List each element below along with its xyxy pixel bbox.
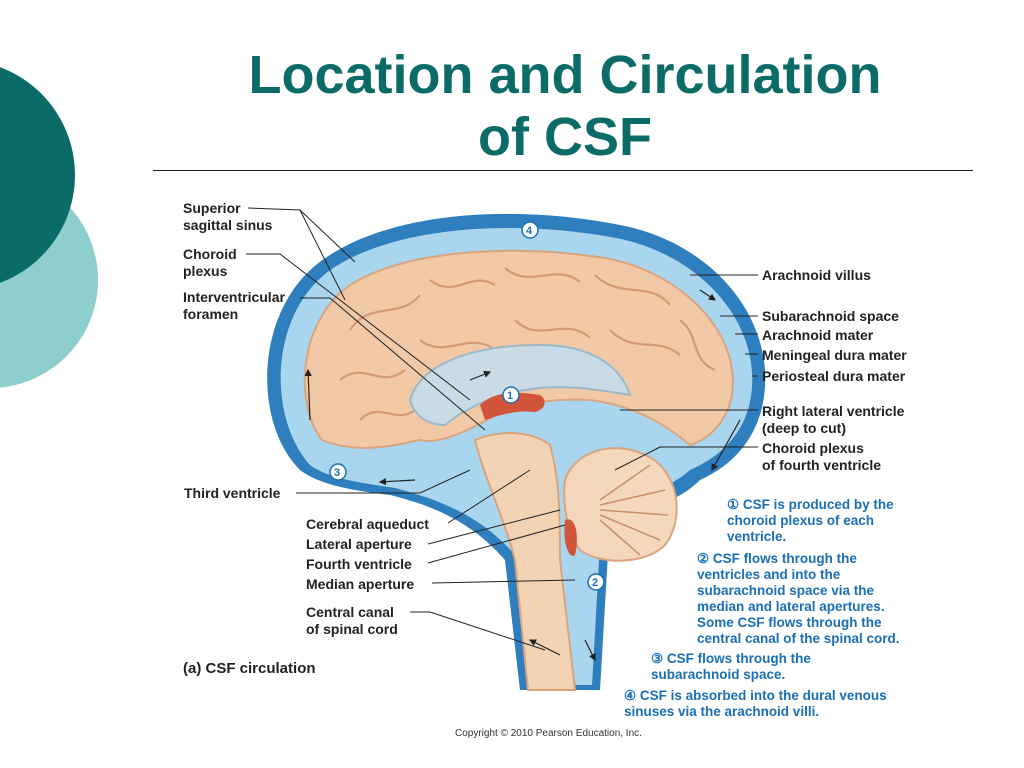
title-line-1: Location and Circulation — [248, 45, 882, 105]
title-line-2: of CSF — [478, 107, 652, 167]
label-meningeal-dura-mater: Meningeal dura mater — [762, 347, 907, 363]
label-median-aperture: Median aperture — [306, 576, 415, 592]
page-title: Location and Circulation of CSF — [150, 44, 980, 168]
label-periosteal-dura-mater: Periosteal dura mater — [762, 368, 906, 384]
label-central-canal: Central canal of spinal cord — [306, 604, 398, 637]
figure-caption: (a) CSF circulation — [183, 660, 316, 677]
label-interventricular-foramen: Interventricular foramen — [183, 289, 285, 322]
label-arachnoid-mater: Arachnoid mater — [762, 327, 874, 343]
lateral-ventricle — [408, 343, 632, 427]
svg-text:3: 3 — [334, 467, 340, 479]
label-third-ventricle: Third ventricle — [184, 485, 281, 501]
leader-lines — [246, 207, 758, 651]
svg-text:4: 4 — [526, 225, 533, 237]
label-choroid-plexus-fourth: Choroid plexus of fourth ventricle — [762, 440, 882, 473]
label-arachnoid-villus: Arachnoid villus — [762, 267, 871, 283]
svg-text:1: 1 — [507, 390, 513, 402]
label-subarachnoid-space: Subarachnoid space — [762, 308, 899, 324]
label-cerebral-aqueduct: Cerebral aqueduct — [306, 516, 429, 532]
brainstem — [473, 432, 577, 691]
label-lateral-aperture: Lateral aperture — [306, 536, 412, 552]
choroid-plexus-fourth-red — [564, 519, 577, 556]
step-3: ③ CSF flows through the subarachnoid spa… — [651, 651, 811, 682]
svg-text:2: 2 — [592, 577, 598, 589]
label-right-lateral-ventricle: Right lateral ventricle (deep to cut) — [762, 403, 905, 436]
copyright-text: Copyright © 2010 Pearson Education, Inc. — [455, 728, 642, 739]
cerebellum — [563, 447, 678, 562]
step-2: ② CSF flows through the ventricles and i… — [697, 551, 900, 646]
choroid-plexus-red — [480, 392, 545, 420]
step-1: ① CSF is produced by the choroid plexus … — [727, 497, 894, 544]
label-choroid-plexus: Choroid plexus — [183, 246, 237, 279]
label-superior-sagittal-sinus: Superior sagittal sinus — [183, 200, 273, 233]
step-4: ④ CSF is absorbed into the dural venous … — [624, 688, 887, 719]
cerebellum-folia — [599, 464, 669, 556]
flow-arrows — [304, 289, 741, 662]
title-divider — [153, 170, 973, 171]
decorative-circles — [0, 67, 98, 388]
label-fourth-ventricle: Fourth ventricle — [306, 556, 412, 572]
gyri-lines — [339, 267, 716, 421]
step-markers: 4 1 3 2 — [329, 221, 605, 591]
